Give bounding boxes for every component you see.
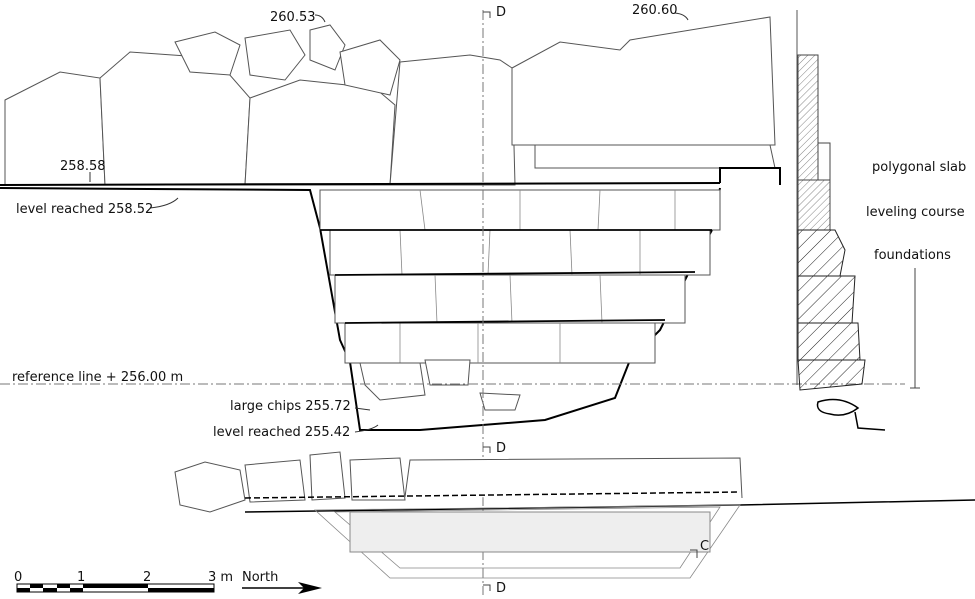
elevation-260-60: 260.60 [632, 3, 678, 18]
elevation-260-53: 260.53 [270, 10, 316, 25]
reference-line-label: reference line + 256.00 m [12, 370, 183, 385]
profile-section [796, 10, 920, 431]
polygonal-slabs-elevation [4, 16, 776, 186]
legend-polygonal-slab: polygonal slab [872, 160, 966, 175]
ground-line-upper [0, 182, 721, 186]
plan-view [174, 451, 975, 579]
legend-foundations: foundations [874, 248, 951, 263]
section-marker-d-middle: D [496, 441, 506, 456]
large-chips-label: large chips 255.72 [230, 399, 351, 414]
scale-tick-2: 2 [143, 570, 151, 585]
section-marker-d-bottom: D [496, 581, 506, 596]
ground-step [719, 167, 781, 185]
scale-tick-0: 0 [14, 570, 22, 585]
leader-260-60 [674, 12, 689, 21]
leader-260-53 [314, 14, 326, 23]
north-label: North [242, 570, 278, 585]
scale-tick-3: 3 m [208, 570, 233, 585]
level-reached-lower: level reached 255.42 [213, 425, 350, 440]
level-reached-upper: level reached 258.52 [16, 202, 153, 217]
legend-leveling-course: leveling course [866, 205, 965, 220]
north-arrow: North [242, 570, 322, 594]
scale-tick-1: 1 [77, 570, 85, 585]
section-marker-c: C [700, 539, 709, 554]
section-marker-d-top: D [496, 5, 506, 20]
elevation-258-58: 258.58 [60, 159, 106, 174]
scale-bar: 0 1 2 3 m [14, 570, 233, 593]
foundation-pit [0, 187, 721, 431]
